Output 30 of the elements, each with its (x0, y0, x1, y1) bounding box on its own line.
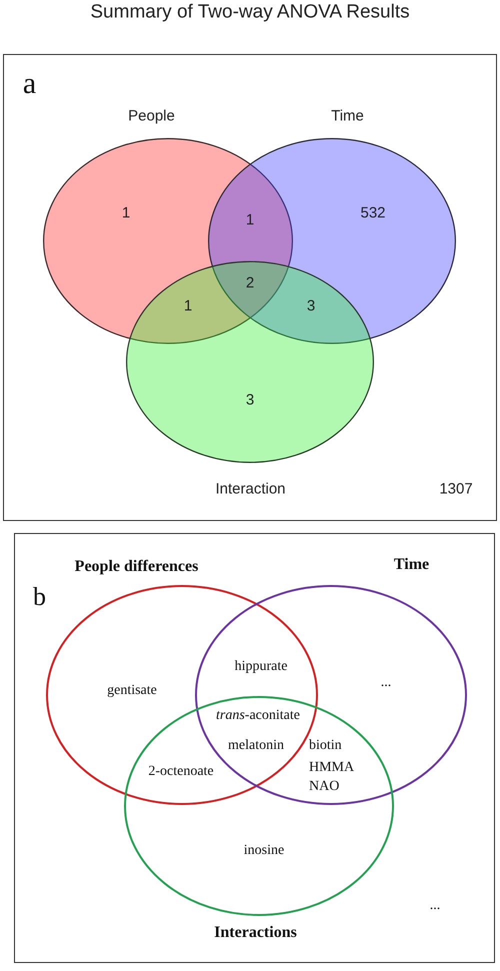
region-label: ... (380, 676, 392, 690)
set-label: Interaction (215, 481, 286, 496)
panel-letter: b (33, 584, 46, 610)
region-label: inosine (244, 844, 284, 858)
set-label: Time (331, 108, 364, 123)
region-label: hippurate (234, 660, 288, 674)
set-label: Time (394, 556, 430, 572)
count-label: 532 (360, 206, 386, 220)
panel-letter: a (22, 68, 36, 98)
region-label: 2-octenoate (148, 765, 214, 779)
region-label: trans-aconitate (216, 709, 300, 723)
count-label: 1 (122, 206, 130, 220)
count-label: 1 (184, 298, 192, 314)
count-label: 2 (246, 276, 254, 290)
count-label: 1 (246, 212, 254, 228)
count-label: 1307 (439, 482, 473, 496)
region-label: biotin (309, 739, 342, 753)
set-label: People differences (74, 558, 198, 574)
panel-frame (14, 533, 495, 963)
count-label: 3 (246, 392, 254, 408)
region-label: HMMA (309, 761, 354, 775)
count-label: 3 (306, 298, 316, 314)
panel-frame (3, 54, 497, 521)
region-label: ... (430, 899, 440, 913)
set-label: Interactions (214, 924, 297, 940)
set-label: People (128, 108, 175, 123)
region-label: melatonin (228, 739, 284, 753)
region-label: NAO (309, 780, 340, 794)
region-label: gentisate (107, 684, 157, 698)
figure-title: Summary of Two-way ANOVA Results (90, 2, 410, 22)
